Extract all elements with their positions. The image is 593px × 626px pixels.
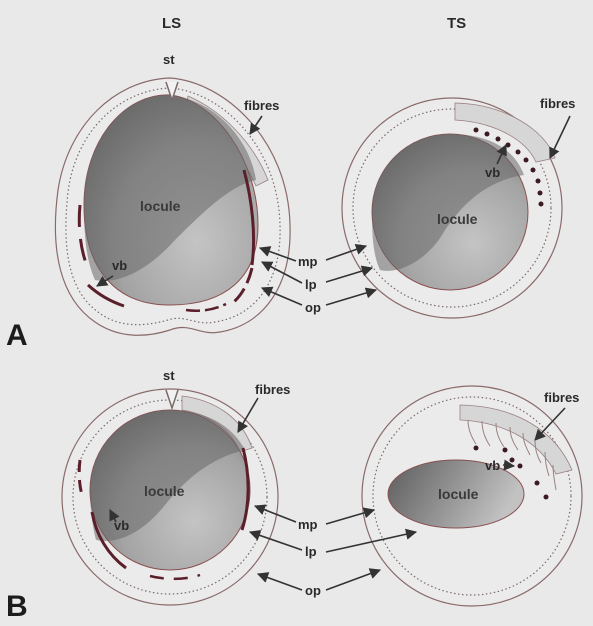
label-fibres-a-ts: fibres (540, 96, 575, 111)
label-vb-b-ts: vb (485, 458, 500, 473)
label-mp-b: mp (298, 517, 318, 532)
label-fibres-b-ls: fibres (255, 382, 290, 397)
panel-label-a: A (6, 319, 28, 352)
label-fibres-b-ts: fibres (544, 390, 579, 405)
label-vb-a-ls: vb (112, 258, 127, 273)
label-vb-a-ts: vb (485, 165, 500, 180)
label-st-b: st (163, 368, 175, 383)
label-locule-b-ts: locule (438, 486, 479, 502)
label-lp-a: lp (305, 277, 317, 292)
label-op-a: op (305, 300, 321, 315)
label-mp-a: mp (298, 254, 318, 269)
arrow-vb-b-ts (503, 465, 514, 466)
label-vb-b-ls: vb (114, 518, 129, 533)
panel-a-ts-section (342, 98, 562, 318)
label-st-a: st (163, 52, 175, 67)
label-locule-a-ts: locule (437, 211, 478, 227)
heading-ls: LS (162, 15, 181, 32)
label-op-b: op (305, 583, 321, 598)
label-locule-b-ls: locule (144, 483, 185, 499)
label-locule-a-ls: locule (140, 198, 181, 214)
label-fibres-a-ls: fibres (244, 98, 279, 113)
arrow-op-b-left (258, 574, 302, 590)
arrow-op-b-right (326, 570, 380, 590)
arrow-fibres-a-ts (550, 116, 570, 158)
heading-ts: TS (447, 15, 466, 32)
label-lp-b: lp (305, 544, 317, 559)
panel-label-b: B (6, 590, 28, 623)
arrow-op-a-right (326, 290, 376, 305)
